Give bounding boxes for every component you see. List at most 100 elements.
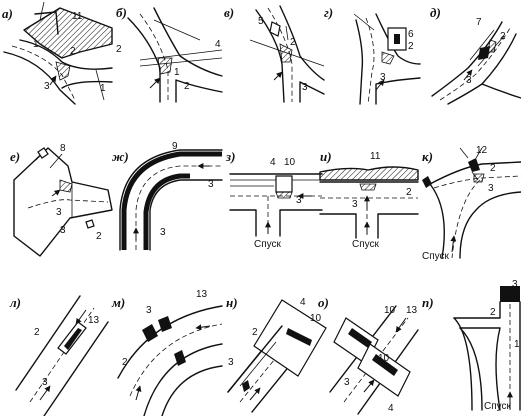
panel-v-callout-5: 5: [258, 16, 264, 27]
panel-b-callout-1: 1: [174, 67, 180, 78]
panel-i-callout-2: 2: [406, 187, 412, 198]
panel-l-drawing: [15, 295, 109, 416]
panel-m-label: м): [112, 295, 126, 310]
panel-d-label: д): [430, 5, 441, 20]
panel-p-callout-1: 1: [514, 339, 520, 350]
panel-i-drawing: [319, 166, 419, 239]
panel-n-label: н): [226, 295, 238, 310]
panel-z: з) 4 10 3 Спуск: [222, 140, 324, 260]
panel-d-drawing: [431, 21, 521, 105]
panel-b-drawing: [127, 7, 223, 103]
panel-e-callout-3b: 3: [60, 225, 66, 236]
panel-k-callout-12: 12: [476, 145, 488, 156]
panel-m-callout-2: 2: [122, 357, 128, 368]
panel-e: е) 8 3 3 2: [0, 140, 113, 260]
panel-g-label: г): [324, 5, 334, 20]
panel-o-callout-4: 4: [388, 403, 394, 414]
panel-b-label: б): [116, 5, 127, 20]
panel-d-callout-7: 7: [476, 17, 482, 28]
panel-b-callout-2b: 2: [184, 81, 190, 92]
panel-k: к) 12 2 3 Спуск: [420, 140, 521, 268]
panel-k-label: к): [422, 149, 433, 164]
panel-n-drawing: [227, 299, 327, 413]
panel-zh: ж) 9 3 3: [110, 140, 223, 260]
panel-a-callout-1: 1: [33, 39, 39, 50]
panel-p: п) 3 2 1 Спуск: [420, 280, 521, 416]
panel-v-label: в): [224, 5, 235, 20]
panel-n: н) 4 10 2 3: [222, 288, 327, 416]
panel-i-callout-11: 11: [370, 151, 381, 162]
panel-l-callout-13: 13: [88, 315, 100, 326]
panel-a-drawing: [3, 1, 113, 105]
panel-k-callout-2: 2: [490, 163, 496, 174]
panel-n-callout-10: 10: [310, 313, 322, 324]
panel-k-callout-3: 3: [488, 183, 494, 194]
panel-v-drawing: [249, 5, 325, 103]
panel-l-callout-2: 2: [34, 327, 40, 338]
panel-e-callout-8: 8: [60, 143, 66, 154]
panel-a-label: а): [2, 6, 13, 21]
panel-d-callout-2: 2: [500, 31, 506, 42]
panel-z-label: з): [226, 149, 236, 164]
panel-e-label: е): [10, 149, 21, 164]
panel-z-callout-10: 10: [284, 157, 296, 168]
panel-n-callout-2: 2: [252, 327, 258, 338]
panel-g-drawing: [353, 13, 421, 105]
panel-e-callout-2: 2: [96, 231, 102, 242]
panel-z-drain-label: Спуск: [254, 239, 281, 250]
panel-l-callout-3: 3: [42, 377, 48, 388]
panel-g-callout-6: 6: [408, 29, 414, 40]
panel-p-drain-label: Спуск: [484, 401, 511, 412]
panel-g-callout-2: 2: [408, 41, 414, 52]
panel-m: м) 13 3 2: [110, 288, 223, 416]
panel-o-callout-10: 10: [384, 305, 396, 316]
panel-a-callout-1b: 1: [100, 83, 106, 94]
panel-zh-callout-3b: 3: [160, 227, 166, 238]
panel-z-callout-4: 4: [270, 157, 276, 168]
panel-l: л) 13 2 3: [0, 288, 112, 416]
panel-i: и) 11 2 3 Спуск: [318, 140, 420, 260]
panel-m-callout-3: 3: [146, 305, 152, 316]
panel-a-callout-3: 3: [44, 81, 50, 92]
panel-p-drawing: [453, 286, 521, 411]
panel-i-callout-3: 3: [352, 199, 358, 210]
panel-o-callout-10b: 10: [378, 353, 390, 364]
panel-k-drain-label: Спуск: [422, 251, 449, 262]
panel-o-callout-13: 13: [406, 305, 418, 316]
panel-p-callout-3: 3: [512, 279, 518, 290]
panel-d: д) 7 2 3: [424, 0, 521, 105]
panel-n-callout-3: 3: [228, 357, 234, 368]
panel-o-callout-3: 3: [344, 377, 350, 388]
panel-z-drawing: [229, 173, 323, 237]
panel-v: в) 5 2 3: [222, 0, 325, 105]
panel-n-callout-4: 4: [300, 297, 306, 308]
panel-p-callout-2: 2: [490, 307, 496, 318]
panel-a-callout-2: 2: [70, 46, 76, 57]
panel-b-callout-4: 4: [215, 39, 221, 50]
panel-v-callout-2: 2: [290, 37, 296, 48]
panel-i-label: и): [320, 149, 332, 164]
panel-zh-callout-3: 3: [208, 179, 214, 190]
panel-m-drawing: [117, 305, 223, 416]
panel-z-callout-3: 3: [296, 195, 302, 206]
panel-a: а) 11 1 2 3 1: [0, 0, 113, 105]
panel-g: г) 6 2 3: [324, 0, 421, 105]
panel-zh-drawing: [119, 149, 223, 251]
panel-o-drawing: [329, 305, 419, 415]
panel-p-label: п): [422, 295, 434, 310]
panel-g-callout-3: 3: [380, 72, 386, 83]
panel-e-callout-3: 3: [56, 207, 62, 218]
panel-zh-label: ж): [112, 149, 129, 164]
panel-i-drain-label: Спуск: [352, 239, 379, 250]
panel-d-callout-3: 3: [466, 75, 472, 86]
panel-b: б) 2 4 1 2: [110, 0, 223, 105]
panel-v-callout-3: 3: [302, 82, 308, 93]
panel-o-label: о): [318, 295, 329, 310]
panel-l-label: л): [10, 295, 22, 310]
panel-a-callout-11: 11: [72, 11, 83, 22]
panel-m-callout-13: 13: [196, 289, 208, 300]
panel-zh-callout-9: 9: [172, 141, 178, 152]
panel-e-drawing: [13, 147, 113, 257]
panel-b-callout-2: 2: [116, 44, 122, 55]
panel-o: о) 10 13 10 3 4: [318, 288, 420, 416]
